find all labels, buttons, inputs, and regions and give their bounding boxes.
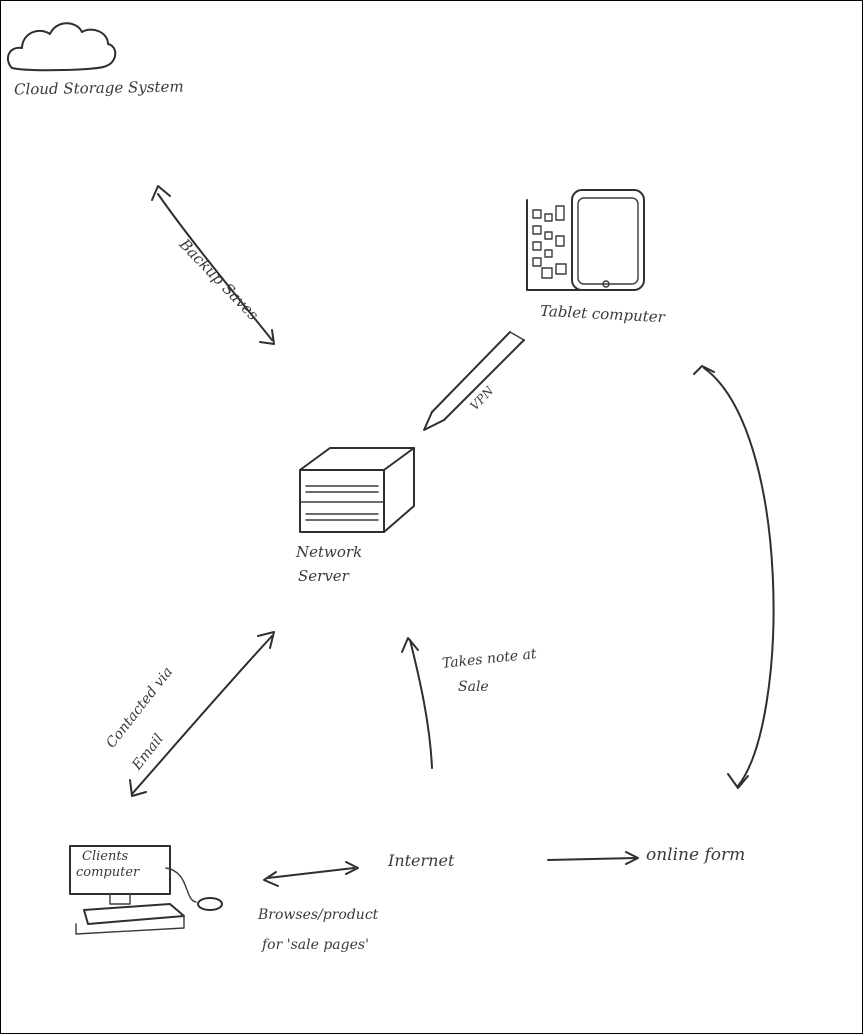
online-form-label: online form: [646, 845, 746, 865]
email-arrow: [129, 631, 275, 797]
client-internet-arrow: [263, 861, 359, 887]
server-label-line2: Server: [298, 567, 349, 585]
client-screen-line2: computer: [76, 865, 140, 880]
sale-arrow: [401, 637, 433, 769]
vpn-arrow: [423, 331, 525, 431]
backup-arrow: [151, 185, 275, 345]
cloud-label: Cloud Storage System: [13, 77, 184, 99]
server-label-line1: Network: [296, 543, 363, 561]
browse-note-line1: Browses/product: [258, 907, 379, 923]
client-screen-line1: Clients: [82, 849, 129, 864]
server-icon: [299, 447, 415, 533]
browse-note-line2: for 'sale pages': [262, 937, 369, 953]
cloud-icon: [6, 22, 117, 72]
desktop-computer-icon: [69, 845, 223, 935]
tablet-icon: [526, 189, 645, 291]
internet-online-form-arrow: [547, 851, 639, 865]
internet-label: Internet: [388, 851, 455, 870]
sale-label-line2: Sale: [458, 679, 489, 695]
tablet-online-form-arrow: [693, 365, 775, 789]
